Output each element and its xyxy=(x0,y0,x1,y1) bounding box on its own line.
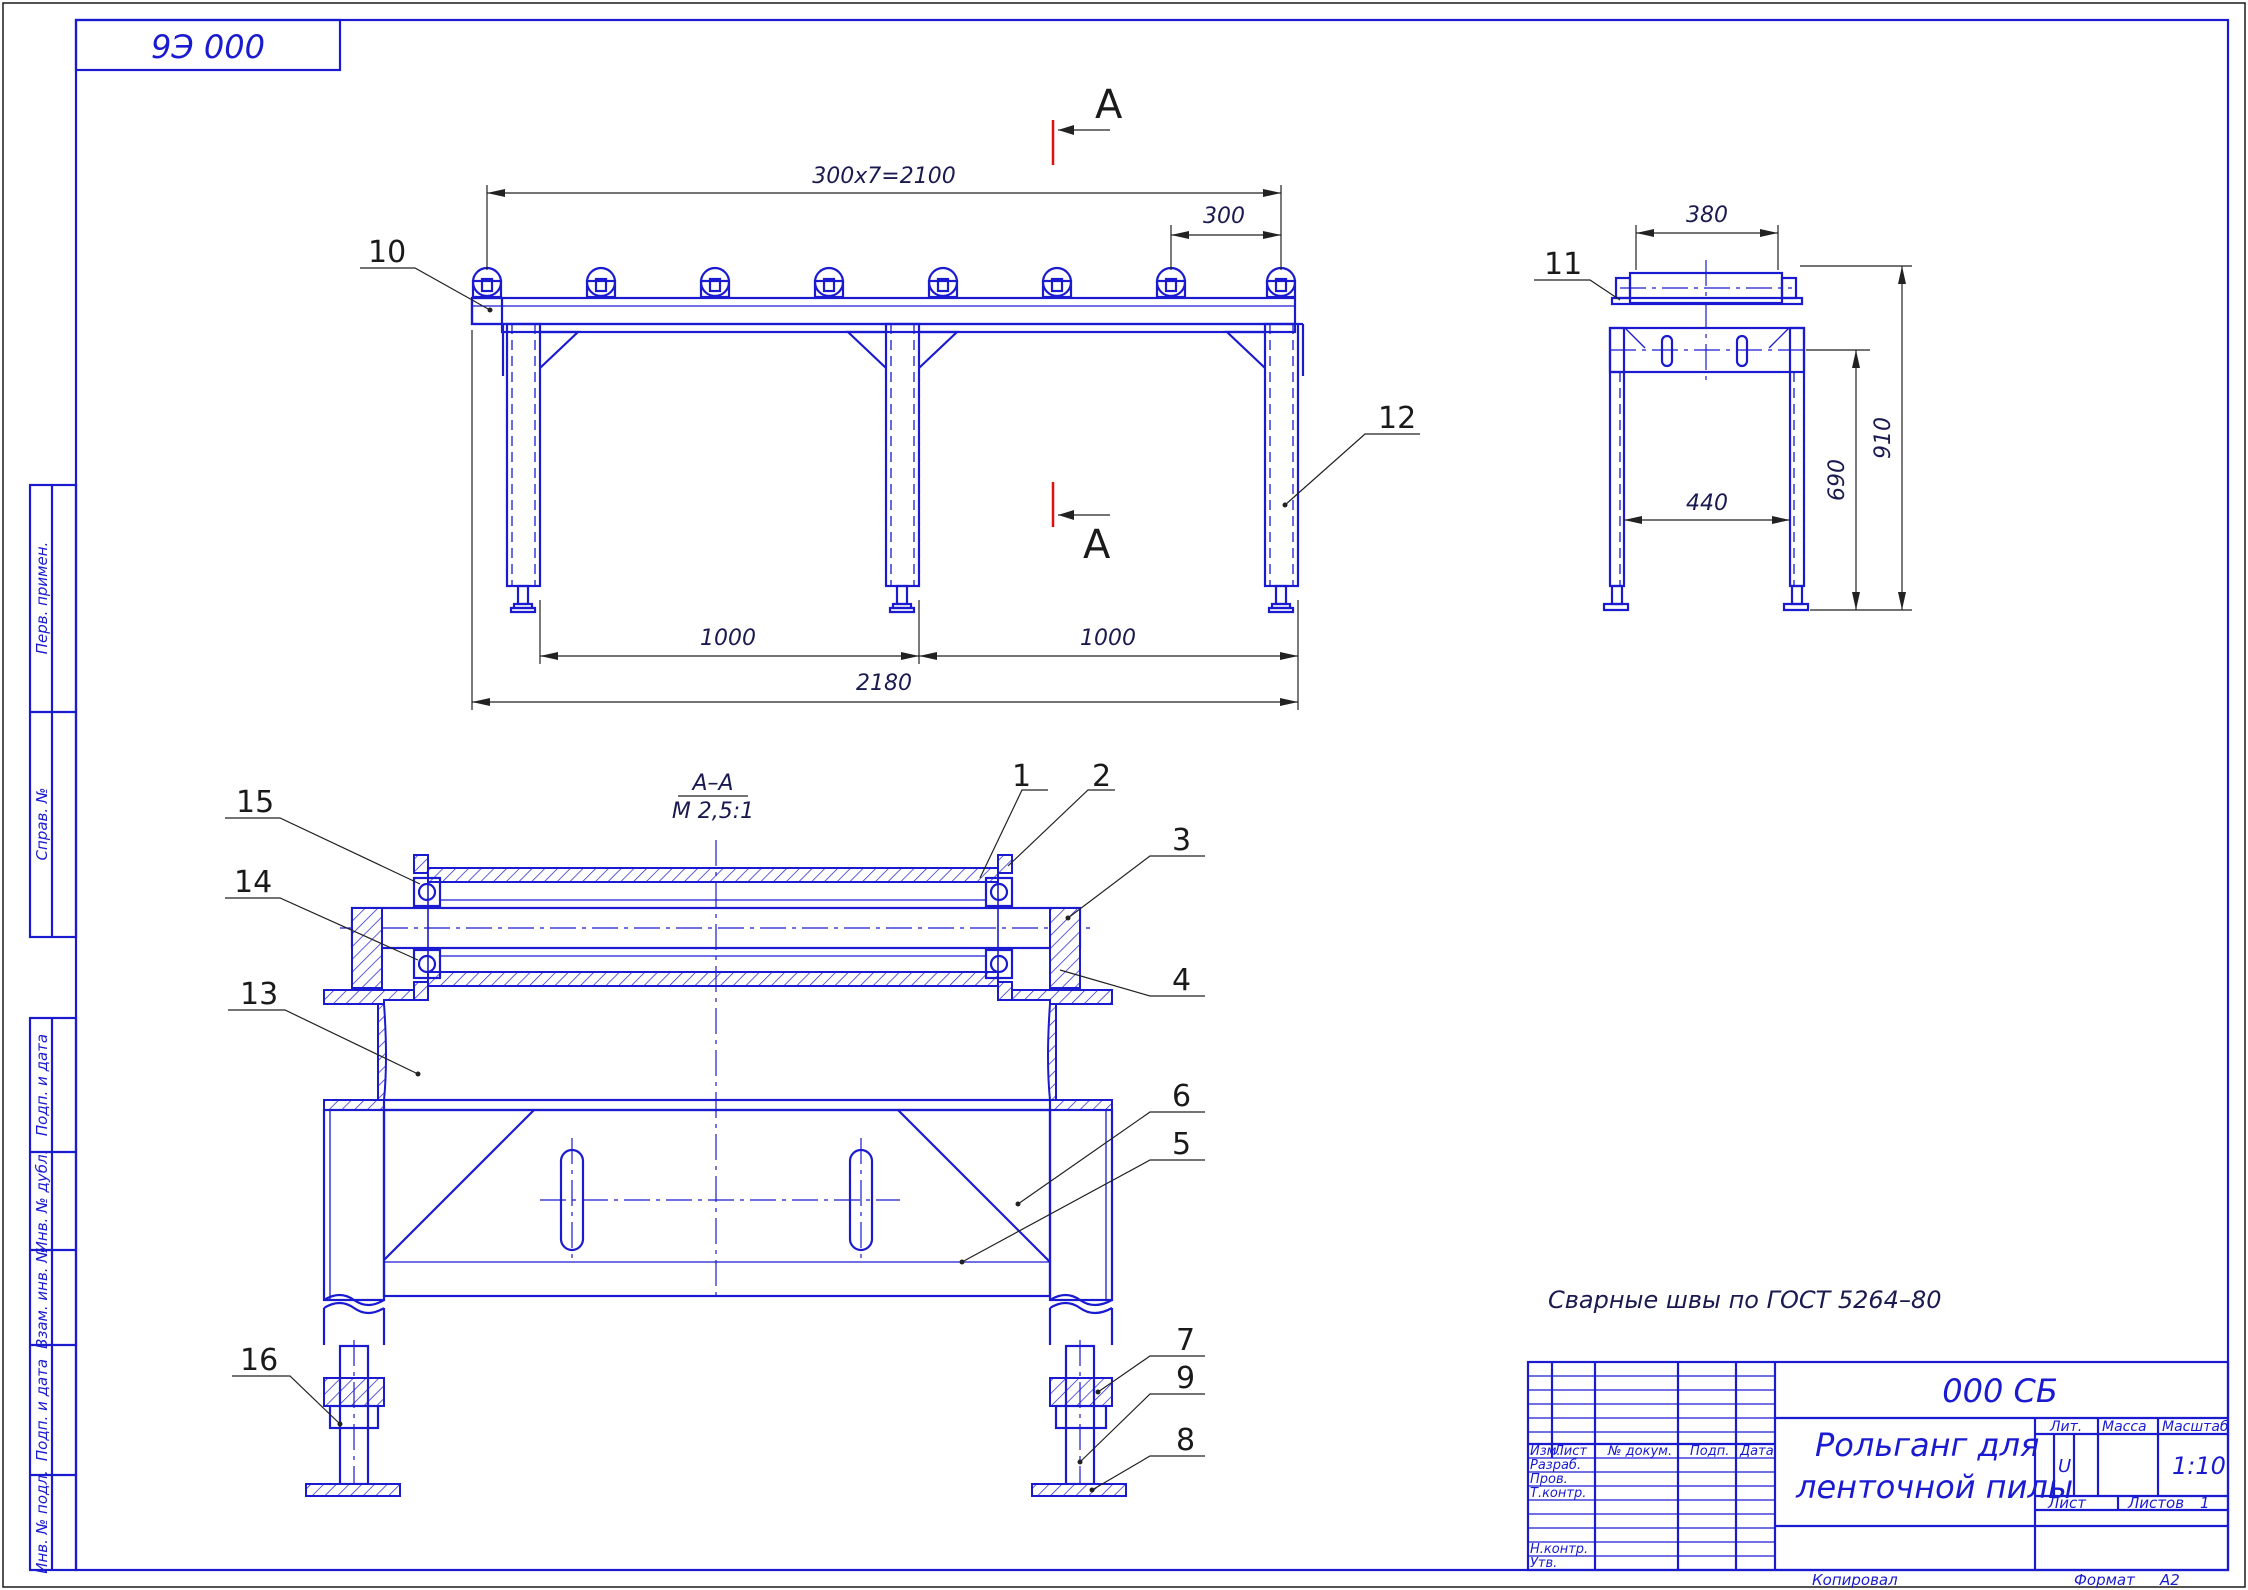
tb-name-line1: Рольганг для xyxy=(1815,1426,2039,1464)
tb-listov-value: 1 xyxy=(2200,1494,2210,1512)
dim-pitch: 300 xyxy=(1203,204,1245,229)
strip-label-3: Подп. и дата xyxy=(33,1034,51,1136)
front-leaders: 10 12 xyxy=(360,235,1420,508)
section-letter-top: А xyxy=(1095,82,1123,128)
section-leaders: 15 1 2 3 14 4 13 6 5 16 7 xyxy=(225,759,1205,1493)
section-title: А–А xyxy=(690,771,733,796)
section-scale: М 2,5:1 xyxy=(672,799,754,824)
dim-side-h2: 910 xyxy=(1871,417,1896,459)
tb-name-line2: ленточной пилы xyxy=(1795,1468,2073,1506)
section-marker-bottom: А xyxy=(1051,482,1111,568)
section-aa: А–А М 2,5:1 xyxy=(225,759,1205,1497)
tb-format: Формат xyxy=(2074,1571,2136,1589)
pos-16: 16 xyxy=(240,1343,278,1378)
title-block: Изм. Лист № докум. Подп. Дата Разраб. Пр… xyxy=(1526,1360,2230,1572)
tb-col-data: Дата xyxy=(1739,1444,1774,1459)
strip-label-7: Инв. № подл. xyxy=(33,1470,51,1573)
front-feet xyxy=(509,584,1295,614)
strip-label-6: Подп. и дата xyxy=(33,1359,51,1461)
tb-col-list: Лист xyxy=(1553,1444,1587,1459)
tb-doc-code: 000 СБ xyxy=(1942,1372,2058,1410)
tb-scale-value: 1:10 xyxy=(2172,1452,2226,1480)
dim-side-inner: 440 xyxy=(1686,491,1728,516)
pos-11: 11 xyxy=(1544,247,1582,282)
pos-6: 6 xyxy=(1172,1079,1191,1114)
corner-code-box: 9Э 000 xyxy=(74,18,342,72)
section-letter-bottom: А xyxy=(1083,522,1111,568)
tb-lit: Лит. xyxy=(2049,1419,2082,1435)
side-leaders: 11 xyxy=(1534,247,1621,301)
tb-kopiroval: Копировал xyxy=(1812,1571,1898,1589)
side-view: 380 440 690 910 11 xyxy=(1534,203,1912,612)
tb-row-razrab: Разраб. xyxy=(1530,1458,1581,1473)
weld-note: Сварные швы по ГОСТ 5264–80 xyxy=(1548,1286,1942,1314)
pos-1: 1 xyxy=(1012,759,1031,794)
side-dimensions: 380 440 690 910 xyxy=(1624,203,1912,611)
bearing-left xyxy=(412,876,442,980)
tb-list: Лист xyxy=(2047,1494,2087,1512)
tb-row-nkontr: Н.контр. xyxy=(1530,1542,1588,1557)
left-side-strip: Перв. примен. Справ. № Подп. и дата Инв.… xyxy=(28,483,78,1574)
tb-masshtab: Масштаб xyxy=(2162,1419,2229,1435)
dim-span-left: 1000 xyxy=(700,626,756,651)
front-view: А А 300х7=2100 300 100 xyxy=(360,82,1420,710)
pos-13: 13 xyxy=(240,977,278,1012)
tb-row-prov: Пров. xyxy=(1530,1472,1568,1487)
tb-col-docnum: № докум. xyxy=(1607,1444,1672,1459)
corner-code: 9Э 000 xyxy=(151,28,265,66)
tb-col-izm: Изм. xyxy=(1530,1444,1561,1459)
front-dimensions: 300х7=2100 300 1000 1000 2180 xyxy=(471,164,1299,710)
pos-7: 7 xyxy=(1176,1323,1195,1358)
rollers-row xyxy=(471,266,1297,299)
pos-14: 14 xyxy=(234,865,272,900)
strip-label-1: Перв. примен. xyxy=(33,542,51,655)
tb-listov: Листов xyxy=(2127,1494,2184,1512)
tb-col-podp: Подп. xyxy=(1690,1444,1729,1459)
pos-10: 10 xyxy=(368,235,406,270)
pos-12: 12 xyxy=(1378,401,1416,436)
dim-side-h1: 690 xyxy=(1825,459,1850,501)
bearing-right xyxy=(984,876,1014,980)
strip-label-5: Взам. инв. № xyxy=(33,1247,51,1349)
pos-8: 8 xyxy=(1176,1423,1195,1458)
tb-row-tkontr: Т.контр. xyxy=(1530,1486,1586,1501)
dim-top-span: 300х7=2100 xyxy=(812,164,955,189)
tb-row-utv: Утв. xyxy=(1530,1556,1557,1571)
dim-side-width: 380 xyxy=(1686,203,1728,228)
strip-label-2: Справ. № xyxy=(33,788,51,861)
pos-9: 9 xyxy=(1176,1361,1195,1396)
dim-overall: 2180 xyxy=(856,671,912,696)
strip-label-4: Инв. № дубл. xyxy=(33,1150,51,1253)
dim-span-right: 1000 xyxy=(1080,626,1136,651)
tb-massa: Масса xyxy=(2102,1419,2147,1435)
pos-2: 2 xyxy=(1092,759,1111,794)
tb-format-value: A2 xyxy=(2159,1571,2180,1589)
pos-4: 4 xyxy=(1172,963,1191,998)
tb-lit-value: U xyxy=(2058,1456,2071,1477)
pos-15: 15 xyxy=(236,785,274,820)
pos-3: 3 xyxy=(1172,823,1191,858)
section-marker-top: А xyxy=(1051,82,1123,165)
pos-5: 5 xyxy=(1172,1127,1191,1162)
